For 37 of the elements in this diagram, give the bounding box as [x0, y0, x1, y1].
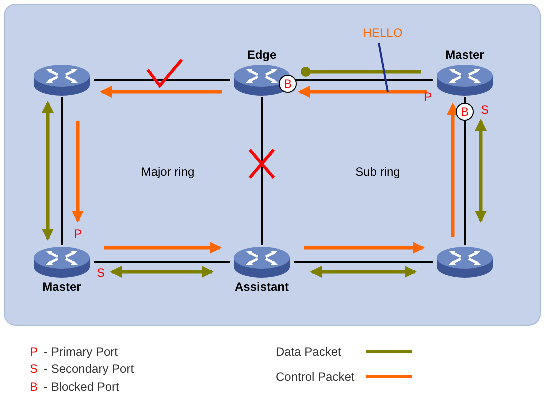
port-letter: S — [30, 362, 38, 376]
legend-text: Data Packet — [276, 345, 342, 359]
legend-text: Control Packet — [276, 370, 355, 384]
arrow — [298, 86, 427, 98]
port-letter: P — [74, 227, 82, 241]
arrow — [104, 242, 222, 254]
dot-ended-line — [301, 67, 421, 77]
arrow — [110, 266, 214, 278]
ring-label: Sub ring — [356, 165, 400, 179]
leader-line — [378, 42, 389, 92]
port-letter: S — [481, 103, 489, 117]
link-line — [261, 97, 263, 245]
link-line — [294, 79, 433, 81]
key-text: - Primary Port — [44, 345, 118, 359]
key-text: - Blocked Port — [44, 380, 120, 394]
link-line — [464, 97, 466, 245]
link-line — [94, 261, 230, 263]
port-letter: P — [30, 345, 38, 359]
arrow — [100, 86, 222, 98]
message-label: HELLO — [360, 25, 406, 41]
link-line — [294, 261, 433, 263]
arrow — [72, 121, 84, 223]
node-label: Master — [42, 279, 82, 295]
node-label: Assistant — [234, 279, 290, 295]
port-letter: B — [30, 380, 38, 394]
port-letter: S — [97, 266, 105, 280]
arrow — [304, 242, 425, 254]
link-line — [94, 79, 230, 81]
key-text: - Secondary Port — [44, 362, 134, 376]
arrow — [310, 266, 417, 278]
port-letter: P — [424, 90, 432, 104]
link-line — [61, 97, 63, 245]
node-label: Edge — [247, 47, 277, 63]
arrow — [42, 101, 54, 241]
node-label: Master — [446, 47, 484, 63]
arrow — [475, 119, 487, 223]
ring-label: Major ring — [141, 165, 195, 179]
